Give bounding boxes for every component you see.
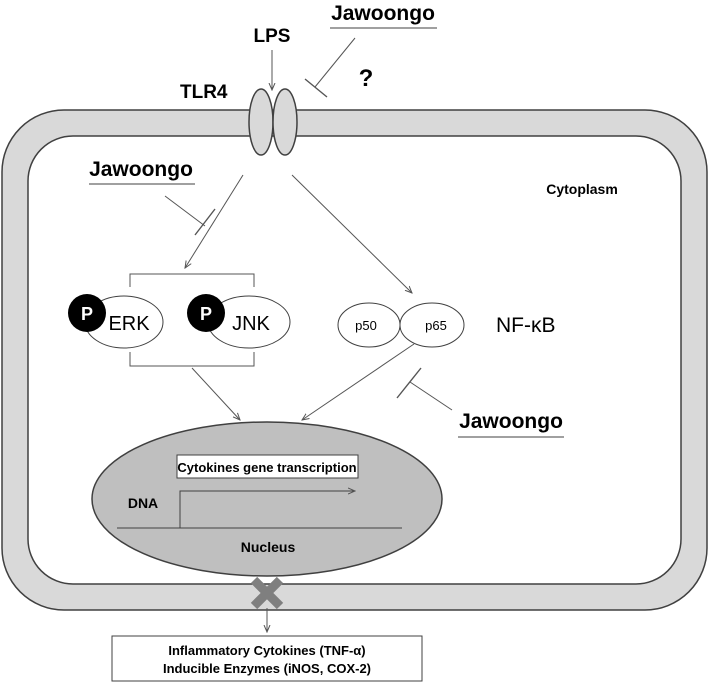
jawoongo-nfkb-inhibit-bar xyxy=(396,367,422,399)
output-box xyxy=(111,635,423,682)
nucleus-label: Nucleus xyxy=(241,539,296,555)
erk-phospho-label: P xyxy=(81,304,93,324)
jawoongo-nfkb-inhibit-line xyxy=(409,381,453,411)
cytoplasm-label: Cytoplasm xyxy=(546,181,618,197)
jawoongo-top-inhibit-bar xyxy=(304,78,328,98)
jnk-phospho-icon xyxy=(187,294,225,332)
transcription-box xyxy=(176,454,359,479)
jawoongo-top-label: Jawoongo xyxy=(331,2,435,25)
jnk-phospho-label: P xyxy=(200,304,212,324)
question-mark: ? xyxy=(359,65,374,92)
p65-node xyxy=(399,302,465,348)
tlr4-label: TLR4 xyxy=(180,82,228,103)
erk-phospho-icon xyxy=(68,294,106,332)
output-line-2: Inducible Enzymes (iNOS, COX-2) xyxy=(163,661,371,676)
jnk-label: JNK xyxy=(232,313,270,335)
transcription-start-arrow xyxy=(179,491,355,528)
mapk-to-nucleus-arrow xyxy=(191,367,240,420)
tlr4-to-mapk-arrow xyxy=(185,174,244,268)
erk-label: ERK xyxy=(108,313,150,335)
tlr4-receptor xyxy=(248,88,298,156)
jawoongo-top-inhibit-line xyxy=(314,37,356,88)
dna-label: DNA xyxy=(128,495,158,511)
transcription-label: Cytokines gene transcription xyxy=(177,460,356,475)
mapk-bracket xyxy=(129,273,255,367)
jawoongo-mapk-inhibit-bar xyxy=(194,208,216,236)
p65-label: p65 xyxy=(425,318,447,333)
p50-label: p50 xyxy=(355,318,377,333)
nfkb-to-nucleus-arrow xyxy=(302,343,415,420)
jawoongo-nfkb-label: Jawoongo xyxy=(459,410,563,433)
jawoongo-mapk-label: Jawoongo xyxy=(89,158,193,181)
output-line-1: Inflammatory Cytokines (TNF-α) xyxy=(168,643,365,658)
tlr4-to-nfkb-arrow xyxy=(291,174,412,293)
lps-label: LPS xyxy=(254,26,291,47)
nfkb-label: NF-κB xyxy=(496,314,556,337)
blocked-x-icon xyxy=(250,576,284,610)
jawoongo-mapk-inhibit-line xyxy=(164,195,206,227)
